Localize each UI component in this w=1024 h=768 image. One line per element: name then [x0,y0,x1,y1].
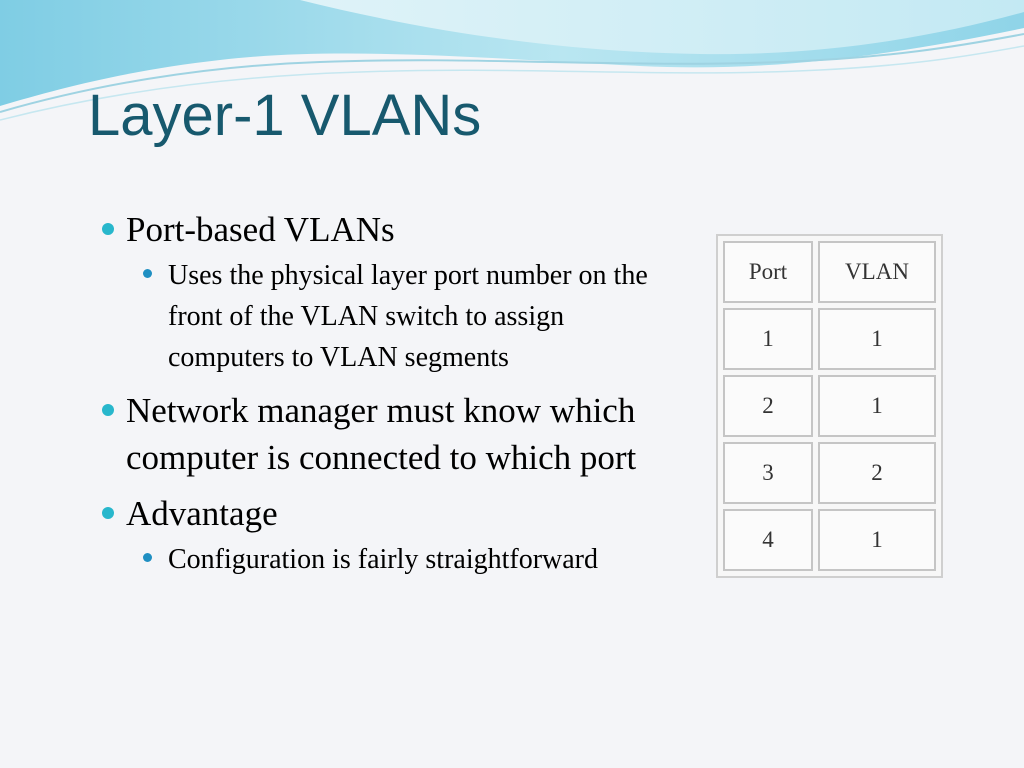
bullet-text: Port-based VLANs [126,210,395,249]
table-header-row: Port VLAN [723,241,936,303]
bullet-icon [102,507,114,519]
table-row: 4 1 [723,509,936,571]
vlan-cell: 2 [818,442,936,504]
sub-bullet-item: Uses the physical layer port number on t… [126,255,672,378]
bullet-icon [102,404,114,416]
sub-bullet-text: Configuration is fairly straightforward [168,544,599,575]
port-cell: 4 [723,509,813,571]
sub-bullet-icon [143,269,152,278]
vlan-cell: 1 [818,308,936,370]
bullet-list: Port-based VLANs Uses the physical layer… [102,206,672,589]
bullet-icon [102,223,114,235]
port-cell: 2 [723,375,813,437]
bullet-item: Advantage Configuration is fairly straig… [102,490,672,580]
sub-bullet-list: Configuration is fairly straightforward [126,539,672,580]
port-cell: 1 [723,308,813,370]
bullet-text: Advantage [126,494,278,533]
slide-title: Layer-1 VLANs [88,83,482,148]
bullet-item: Port-based VLANs Uses the physical layer… [102,206,672,378]
table-row: 1 1 [723,308,936,370]
sub-bullet-item: Configuration is fairly straightforward [126,539,672,580]
vlan-cell: 1 [818,509,936,571]
header-port: Port [723,241,813,303]
port-cell: 3 [723,442,813,504]
port-vlan-table: Port VLAN 1 1 2 1 3 2 4 1 [716,234,943,578]
header-vlan: VLAN [818,241,936,303]
bullet-text: Network manager must know which computer… [126,391,637,477]
sub-bullet-icon [143,553,152,562]
bullet-item: Network manager must know which computer… [102,387,672,481]
table-row: 2 1 [723,375,936,437]
table-row: 3 2 [723,442,936,504]
sub-bullet-list: Uses the physical layer port number on t… [126,255,672,378]
sub-bullet-text: Uses the physical layer port number on t… [168,260,648,373]
decorative-wave [0,0,1024,121]
vlan-cell: 1 [818,375,936,437]
